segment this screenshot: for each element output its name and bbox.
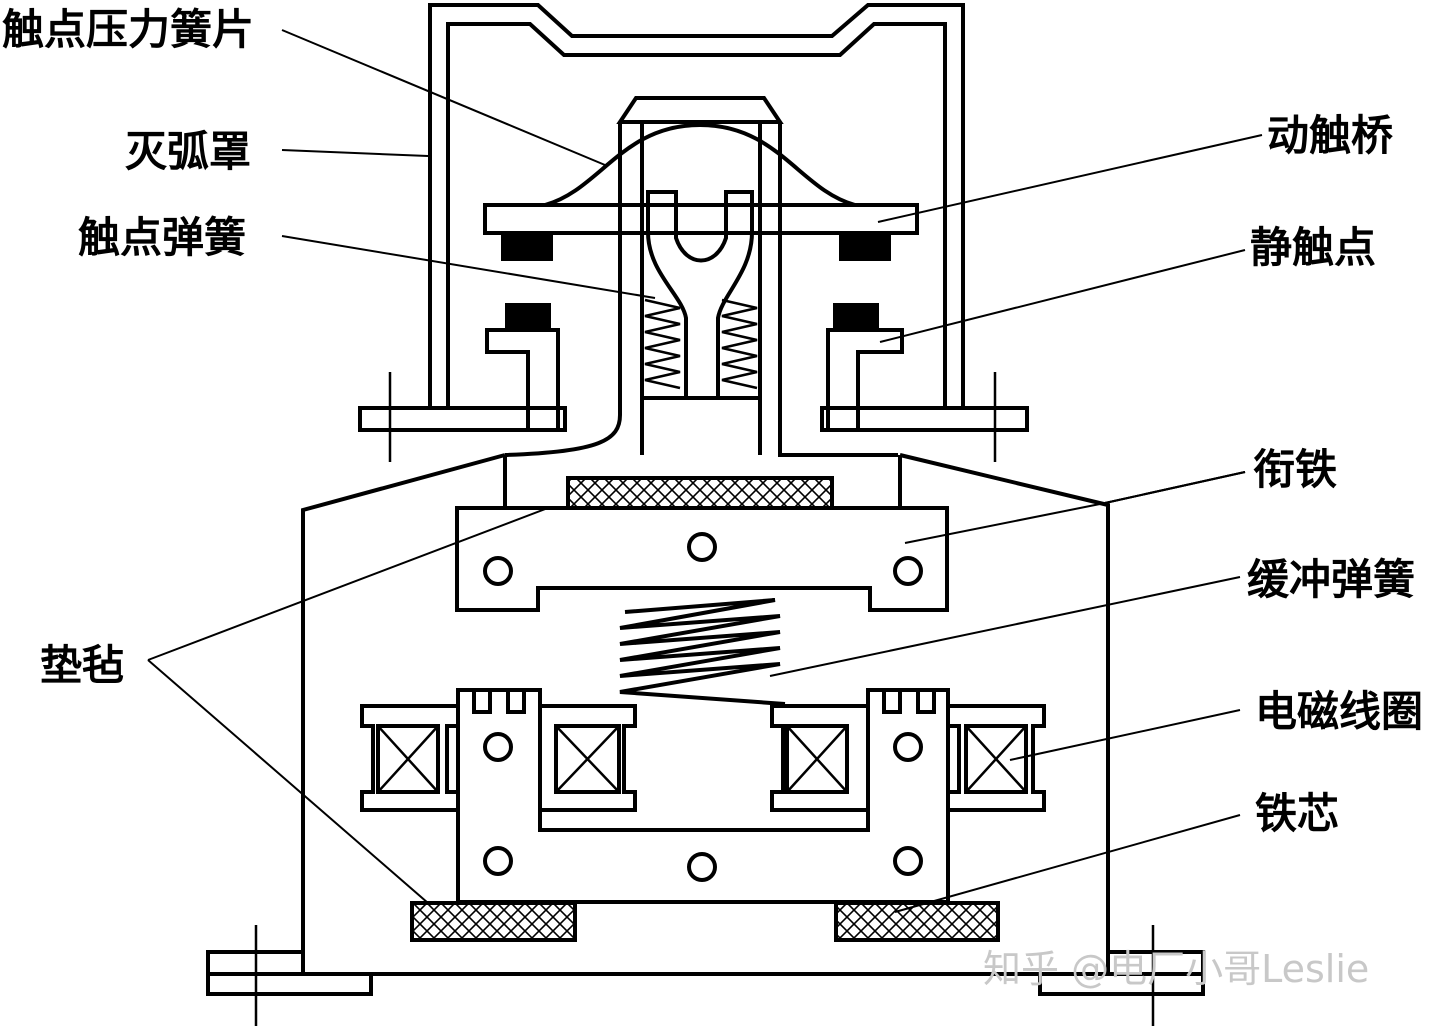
label-solenoid-coil: 电磁线圈 [1255, 687, 1423, 736]
solenoid-coil-inner-left [538, 704, 637, 812]
iron-core [456, 688, 950, 904]
label-felt-pad: 垫毡 [40, 641, 124, 690]
lower-frame [206, 453, 1205, 1026]
upper-flanges [358, 372, 1029, 462]
felt-pad-bottom-right [834, 901, 1000, 942]
buffer-spring [619, 598, 786, 706]
label-contact-pressure-spring: 触点压力簧片 [2, 5, 254, 54]
label-armature: 衔铁 [1253, 445, 1337, 494]
felt-pad-bottom-left [410, 901, 577, 942]
label-static-contact: 静触点 [1250, 223, 1376, 272]
armature [455, 506, 949, 612]
leader-lines [147, 29, 1263, 913]
moving-contact-bridge [483, 203, 919, 261]
contact-pressure-spring [544, 122, 856, 207]
label-contact-spring: 触点弹簧 [78, 213, 246, 262]
contact-spring [644, 298, 758, 390]
static-contact-left [485, 303, 560, 432]
arc-chute [428, 2, 965, 408]
label-moving-contact-bridge: 动触桥 [1267, 111, 1393, 160]
contact-holder [504, 96, 898, 457]
label-buffer-spring: 缓冲弹簧 [1247, 555, 1415, 604]
static-contact-right [826, 303, 904, 432]
label-arc-chute: 灭弧罩 [125, 127, 251, 176]
solenoid-coil-inner-right [770, 704, 870, 812]
felt-pad-top [566, 476, 834, 510]
solenoid-coil-right [946, 704, 1046, 812]
label-iron-core: 铁芯 [1255, 789, 1339, 838]
solenoid-coil-left [360, 704, 460, 812]
watermark: 知乎 @电厂小哥Leslie [983, 947, 1369, 991]
